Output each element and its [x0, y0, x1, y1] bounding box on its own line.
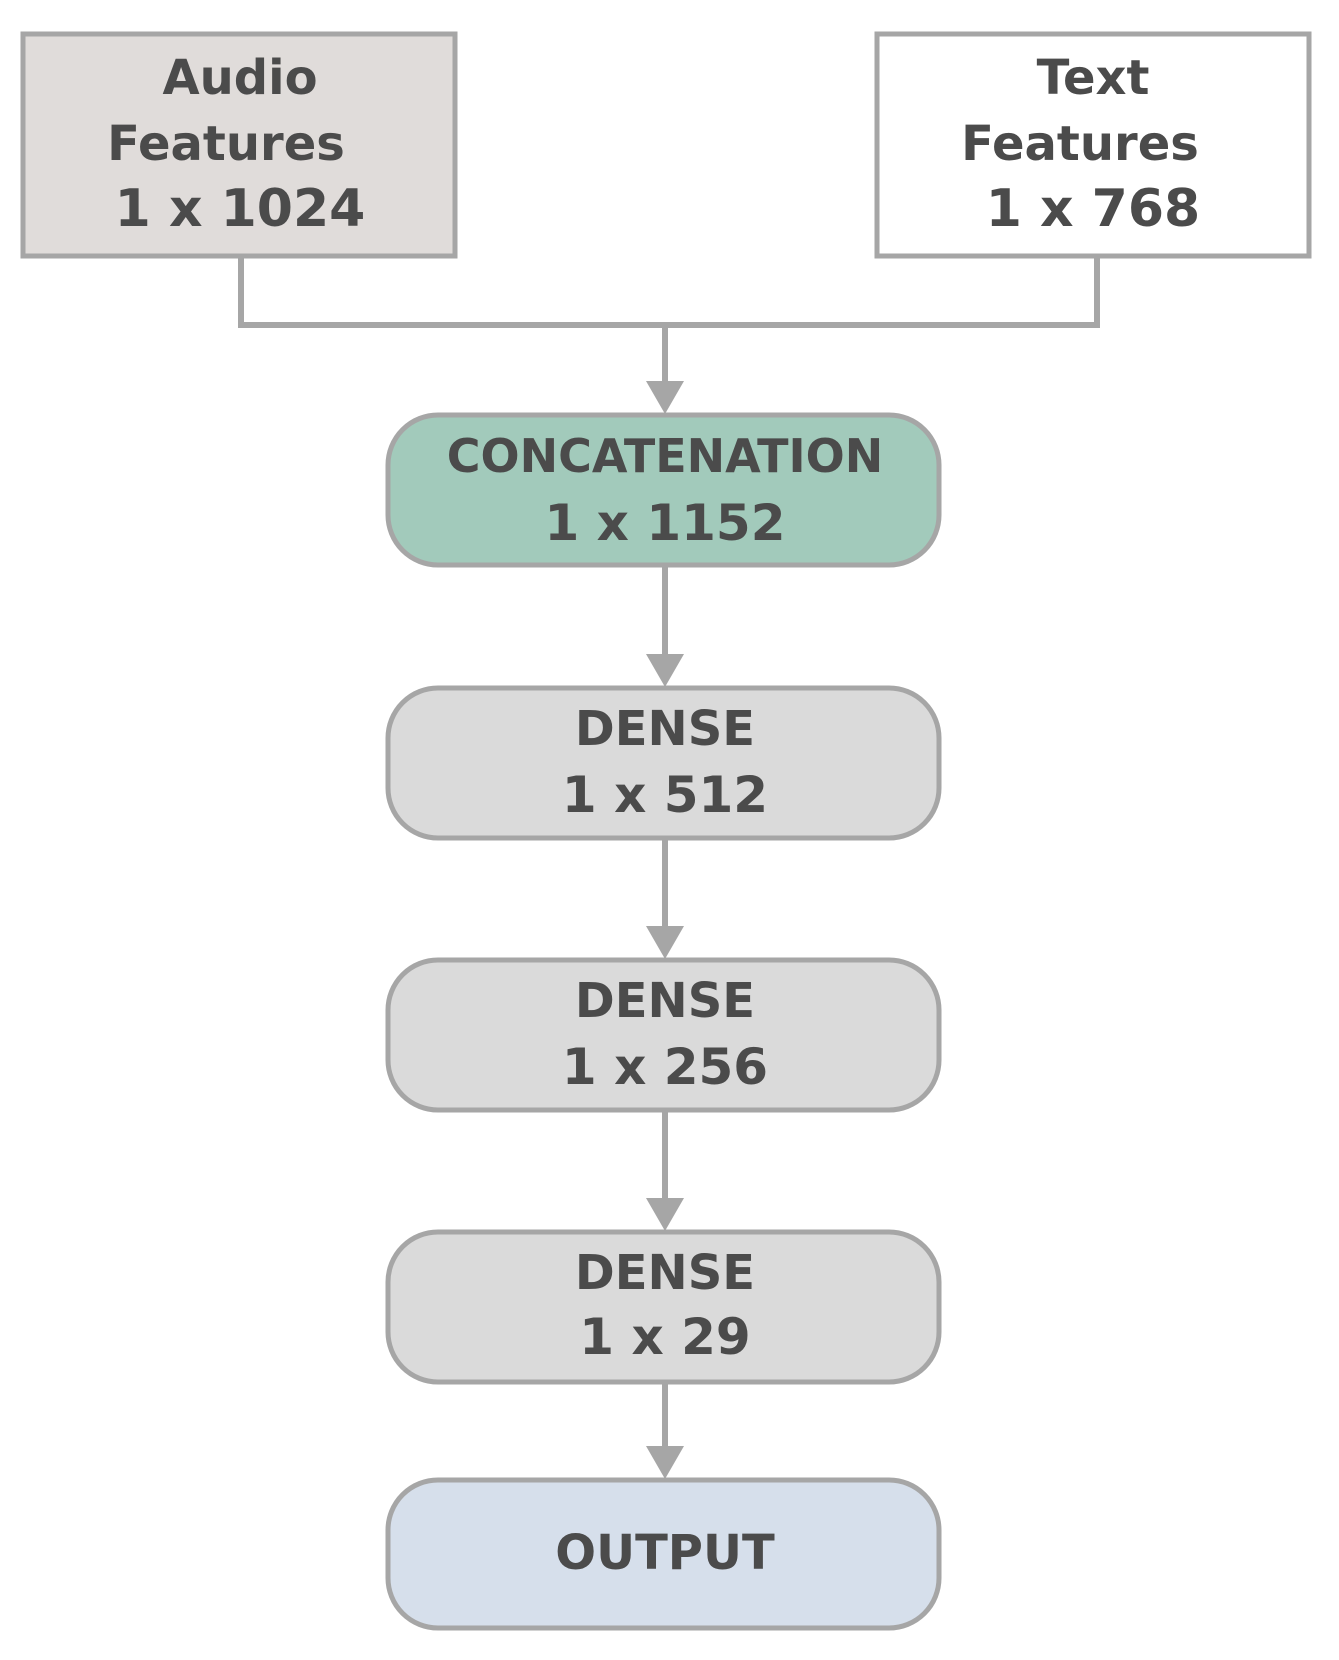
dense-256-label: DENSE [575, 973, 755, 1029]
concatenation-node: CONCATENATION 1 x 1152 [385, 412, 942, 568]
audio-features-label-line2: Features [107, 116, 345, 172]
arrow-to-concat [646, 381, 684, 414]
dense-256-dimension: 1 x 256 [562, 1038, 768, 1096]
concatenation-dimension: 1 x 1152 [544, 494, 785, 552]
arrow-to-dense2 [646, 926, 684, 959]
audio-features-dimension: 1 x 1024 [115, 179, 366, 239]
arrow-to-output [646, 1446, 684, 1479]
text-features-node: Text Features 1 x 768 [874, 31, 1312, 259]
dense-512-node: DENSE 1 x 512 [385, 685, 942, 841]
output-label: OUTPUT [555, 1525, 775, 1581]
text-features-dimension: 1 x 768 [986, 179, 1200, 239]
merge-connector [238, 257, 1100, 328]
text-features-label-line2: Features [961, 116, 1199, 172]
dense-29-label: DENSE [575, 1245, 755, 1301]
dense-29-dimension: 1 x 29 [579, 1308, 750, 1366]
dense-512-dimension: 1 x 512 [562, 766, 768, 824]
dense-512-label: DENSE [575, 701, 755, 757]
text-features-label-line1: Text [1037, 50, 1150, 106]
arrow-to-dense3 [646, 1198, 684, 1231]
arrow-to-dense1 [646, 654, 684, 687]
dense-256-node: DENSE 1 x 256 [385, 957, 942, 1113]
audio-features-node: Audio Features 1 x 1024 [20, 31, 458, 259]
dense-29-node: DENSE 1 x 29 [385, 1229, 942, 1385]
output-node: OUTPUT [385, 1477, 942, 1631]
concatenation-label: CONCATENATION [447, 429, 884, 483]
connectors [238, 257, 1100, 1479]
audio-features-label-line1: Audio [162, 50, 317, 106]
